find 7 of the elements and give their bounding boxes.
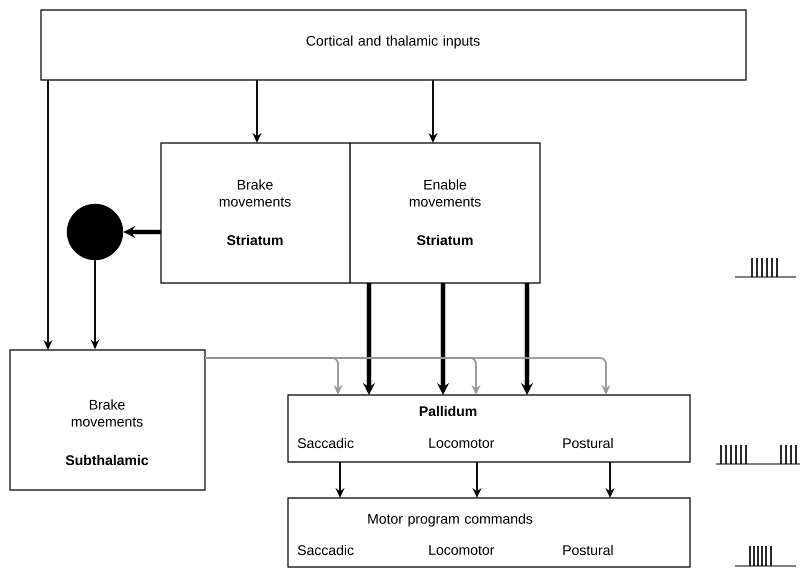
- process-box: Brake movements Striatum: [160, 142, 351, 284]
- process-box: Enable movements Striatum: [349, 142, 541, 284]
- process-box: Motor program commands Saccadic Locomotor Postural: [287, 497, 691, 568]
- process-box: Pallidum Saccadic Locomotor Postural: [287, 394, 691, 463]
- filled-circle: [66, 204, 124, 260]
- process-box: Brake movements Subthalamic: [9, 349, 206, 491]
- process-box: Cortical and thalamic inputs: [40, 9, 747, 81]
